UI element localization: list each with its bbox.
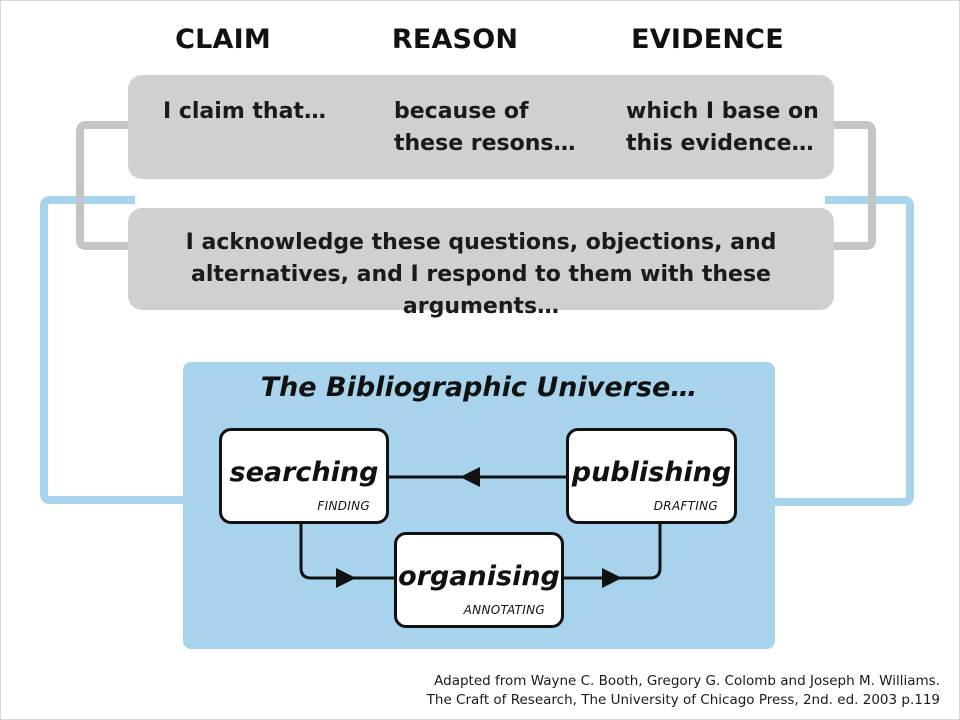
claim-reason-evidence-box: I claim that… because of these resons… w… [128,75,834,179]
blue-connector-right [770,196,914,506]
node-organising-sub: ANNOTATING [463,603,545,617]
arrowhead-to-searching [460,467,480,487]
acknowledgement-box: I acknowledge these questions, objection… [128,208,834,319]
node-organising: organising ANNOTATING [394,532,564,628]
node-publishing-label: publishing [571,457,732,488]
column-heading-evidence: EVIDENCE [631,24,784,55]
column-heading-claim: CLAIM [175,24,271,55]
acknowledgement-text: I acknowledge these questions, objection… [185,230,777,319]
arrowhead-organising-out [602,568,622,588]
evidence-text: which I base on this evidence… [626,99,819,156]
node-searching-sub: FINDING [317,499,370,513]
arrowhead-to-organising [336,568,356,588]
claim-text: I claim that… [163,99,326,124]
panel-title: The Bibliographic Universe… [260,372,698,403]
grey-connector-left [76,121,135,250]
credit-line-2: The Craft of Research, The University of… [426,692,940,708]
node-searching: searching FINDING [219,428,389,524]
node-publishing-sub: DRAFTING [653,499,718,513]
grey-connector-right [825,121,876,250]
node-searching-label: searching [229,457,379,488]
source-credit: Adapted from Wayne C. Booth, Gregory G. … [240,672,940,710]
credit-line-1: Adapted from Wayne C. Booth, Gregory G. … [434,673,940,689]
node-publishing: publishing DRAFTING [566,428,737,524]
reason-text: because of these resons… [394,99,576,156]
node-organising-label: organising [398,561,560,592]
blue-connector-left [40,196,185,504]
arrow-organising-to-publishing [562,522,662,580]
arrow-searching-to-organising [299,522,395,580]
column-heading-reason: REASON [391,24,519,55]
